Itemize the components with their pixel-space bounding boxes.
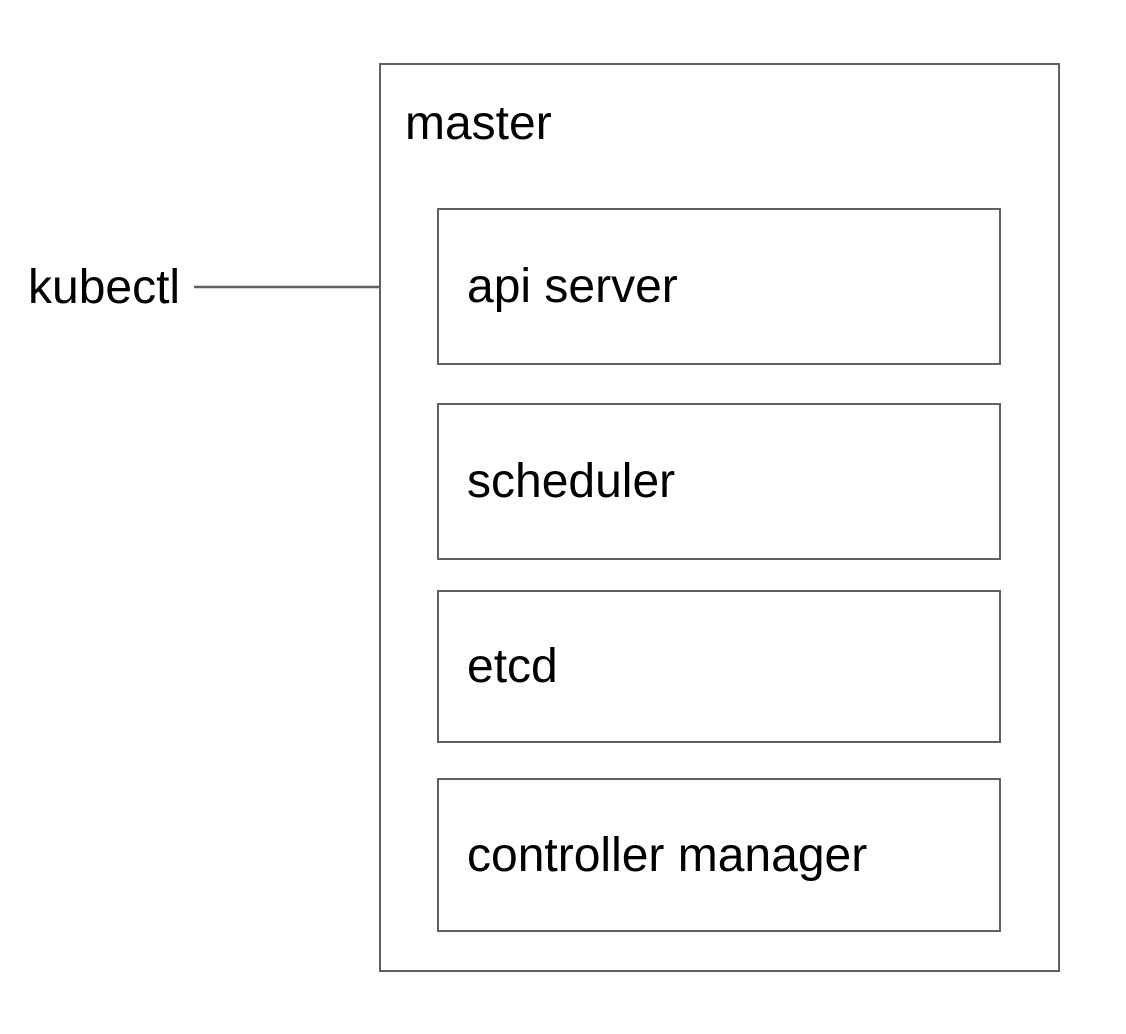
controller-manager-label: controller manager	[467, 828, 868, 882]
scheduler-label: scheduler	[467, 455, 676, 508]
api-server-label: api server	[467, 260, 678, 313]
component-box-api-server: api server	[437, 208, 1001, 365]
component-box-controller-manager: controller manager	[437, 778, 1001, 932]
kubectl-label: kubectl	[28, 260, 181, 314]
etcd-label: etcd	[467, 640, 558, 693]
component-box-scheduler: scheduler	[437, 403, 1001, 560]
master-label: master	[405, 97, 552, 150]
component-box-etcd: etcd	[437, 590, 1001, 743]
